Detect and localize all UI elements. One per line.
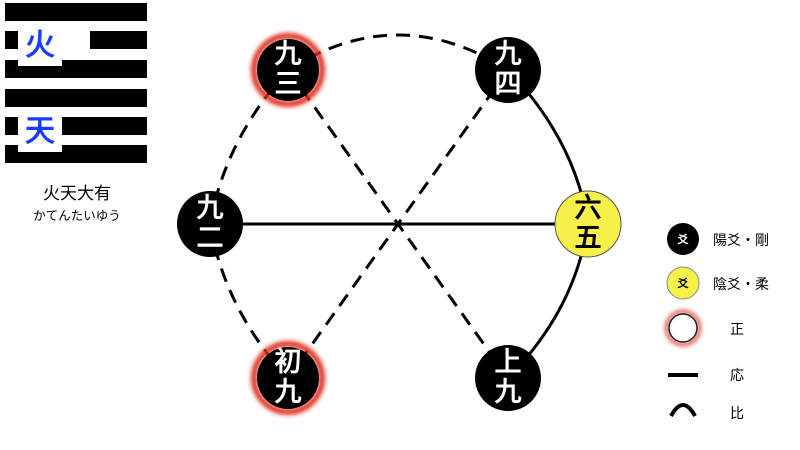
node-label-bottom: 三 [275,69,302,100]
node-label-bottom: 九 [495,377,522,408]
node-circle [257,347,319,409]
yang-swatch [667,223,699,255]
legend-resonance: 応 [668,368,744,384]
line-6-solid [5,3,147,21]
correct-ring [251,341,325,415]
yin-label: 陰爻・柔 [713,277,769,293]
node-label-top: 九 [197,193,224,224]
yang-label: 陽爻・剛 [713,233,769,249]
line-3-solid [5,89,147,107]
hexagram-reading: かてんたいゆう [33,208,121,223]
trigram-upper-bg [18,22,62,66]
node-circle [177,191,243,257]
node-label-bottom: 五 [575,223,602,254]
yin-swatch [666,266,700,300]
adjacent-swatch [669,403,697,418]
yang-chip-text: 爻 [677,232,690,246]
node-label-top: 上 [495,347,522,378]
node-circle [554,190,622,258]
node-circle [257,39,319,101]
node-label-top: 九 [495,39,522,70]
node-1-9: 初 九 [251,341,325,415]
legend-yang: 爻 陽爻・剛 [667,223,769,255]
legend: 爻 陽爻・剛 爻 陰爻・柔 正 応 比 [665,223,769,422]
correct-ring-swatch [668,313,698,343]
yin-chip-text: 爻 [677,276,690,290]
node-6-5: 六 五 [554,190,622,258]
node-circle [475,345,541,411]
legend-correct: 正 [665,310,744,346]
adjacent-label: 比 [730,406,744,422]
trigram-lower-bg [18,108,62,152]
node-label-top: 初 [275,347,302,378]
lower-trigram-label: 天 [25,114,55,149]
node-label-bottom: 二 [197,223,224,254]
correct-ring [251,33,325,107]
node-circle [475,37,541,103]
legend-yin: 爻 陰爻・柔 [666,266,769,300]
hexagram-symbol: 火 天 [5,3,147,163]
node-label-top: 九 [275,39,302,70]
node-9-2: 九 二 [177,191,243,257]
line-5-broken-right [90,31,147,49]
hexagram-name: 火天大有 [43,184,111,204]
node-9-3: 九 三 [251,33,325,107]
upper-trigram-label: 火 [25,28,55,63]
correct-label: 正 [730,322,744,338]
node-6-9: 上 九 [475,345,541,411]
legend-adjacent: 比 [669,403,744,422]
resonance-label: 応 [730,368,744,384]
node-label-bottom: 九 [275,377,302,408]
node-label-top: 六 [575,193,602,224]
node-label-bottom: 四 [495,69,522,100]
dashed-1-4 [286,69,510,379]
node-9-4: 九 四 [475,37,541,103]
